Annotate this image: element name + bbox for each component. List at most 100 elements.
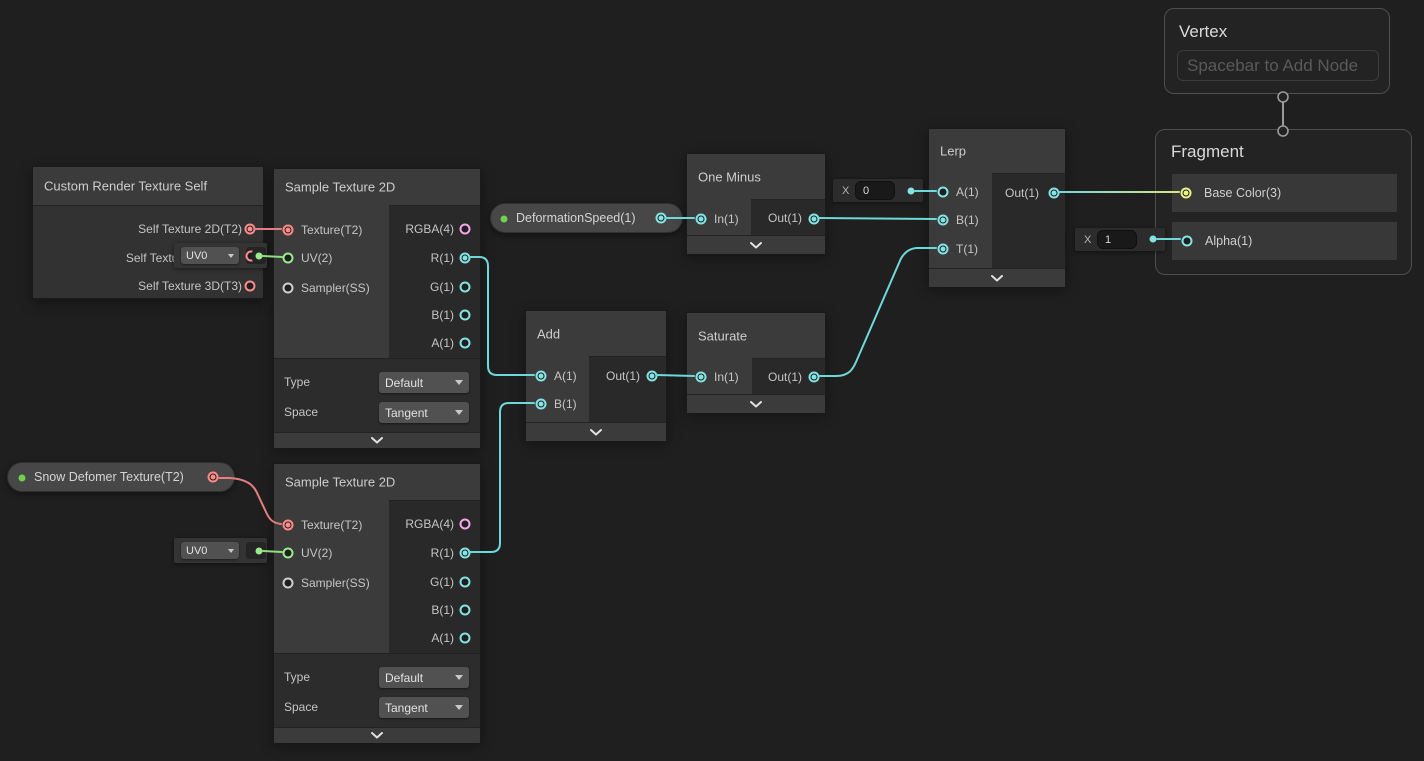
port-deformation-speed-output[interactable] bbox=[655, 212, 667, 224]
node-lerp[interactable]: Lerp A(1) B(1) T(1) Out(1) bbox=[928, 128, 1066, 287]
input-label: Sampler(SS) bbox=[301, 576, 370, 590]
output-label: R(1) bbox=[430, 546, 454, 560]
type-dropdown[interactable]: Default bbox=[379, 372, 469, 393]
node-title-bar[interactable]: Sample Texture 2D bbox=[274, 464, 480, 501]
uv-connector-dot[interactable] bbox=[255, 252, 263, 260]
port-sampler-input[interactable] bbox=[282, 282, 294, 294]
port-uv-input[interactable] bbox=[282, 252, 294, 264]
collapse-chevron[interactable] bbox=[687, 235, 825, 254]
uv-channel-dropdown[interactable]: UV0 bbox=[181, 247, 239, 264]
dropdown-value: Default bbox=[385, 375, 424, 390]
node-title-bar[interactable]: Saturate bbox=[687, 313, 825, 359]
value-connector-dot[interactable] bbox=[1149, 235, 1157, 243]
port-r-output[interactable] bbox=[459, 547, 471, 559]
node-title: Sample Texture 2D bbox=[285, 179, 396, 195]
port-out[interactable] bbox=[808, 213, 820, 225]
x-field-label: X bbox=[842, 184, 850, 197]
port-b[interactable] bbox=[535, 398, 547, 410]
edge-oneminus-to-lerp-b[interactable] bbox=[818, 217, 937, 220]
exposed-dot-icon bbox=[500, 215, 508, 223]
port-sampler-input[interactable] bbox=[282, 577, 294, 589]
collapse-chevron[interactable] bbox=[687, 394, 825, 413]
fragment-context-block[interactable]: Fragment Base Color(3) Alpha(1) bbox=[1155, 129, 1412, 275]
output-label: G(1) bbox=[430, 575, 454, 589]
vertex-context-block[interactable]: Vertex Spacebar to Add Node bbox=[1164, 8, 1390, 94]
control-label: Space bbox=[284, 700, 319, 714]
port-b-output[interactable] bbox=[459, 604, 471, 616]
port-in[interactable] bbox=[695, 213, 707, 225]
port-texture-input[interactable] bbox=[282, 224, 294, 236]
port-rgba-output[interactable] bbox=[459, 518, 471, 530]
port-alpha[interactable] bbox=[1181, 235, 1193, 247]
value-connector-dot[interactable] bbox=[907, 187, 915, 195]
node-title-bar[interactable]: One Minus bbox=[687, 154, 825, 200]
fragment-slot-base-color[interactable]: Base Color(3) bbox=[1172, 174, 1397, 212]
port-uv-input[interactable] bbox=[282, 547, 294, 559]
output-label: B(1) bbox=[431, 603, 454, 617]
collapse-chevron[interactable] bbox=[929, 268, 1065, 287]
node-sample-texture-2d-top[interactable]: Sample Texture 2D Texture(T2) UV(2) Samp… bbox=[273, 168, 481, 448]
port-g-output[interactable] bbox=[459, 576, 471, 588]
property-deformation-speed[interactable]: DeformationSpeed(1) bbox=[490, 203, 683, 233]
node-saturate[interactable]: Saturate In(1) Out(1) bbox=[686, 312, 826, 413]
output-label: A(1) bbox=[431, 631, 454, 645]
port-self-texture-2d[interactable] bbox=[244, 223, 256, 235]
dropdown-arrow-icon bbox=[228, 548, 234, 553]
uv-connector-dot[interactable] bbox=[255, 547, 263, 555]
port-rgba-output[interactable] bbox=[459, 223, 471, 235]
node-add[interactable]: Add A(1) B(1) Out(1) bbox=[525, 310, 667, 441]
node-title-bar[interactable]: Lerp bbox=[929, 129, 1065, 174]
input-label: Texture(T2) bbox=[301, 223, 363, 237]
property-label: DeformationSpeed(1) bbox=[516, 211, 636, 225]
node-title: Custom Render Texture Self bbox=[44, 178, 208, 194]
collapse-chevron[interactable] bbox=[526, 422, 666, 441]
value-field[interactable]: 1 bbox=[1097, 230, 1137, 249]
port-out[interactable] bbox=[1048, 187, 1060, 199]
port-out[interactable] bbox=[808, 371, 820, 383]
node-title-bar[interactable]: Add bbox=[526, 311, 666, 357]
value-field[interactable]: 0 bbox=[855, 181, 895, 200]
port-r-output[interactable] bbox=[459, 252, 471, 264]
collapse-chevron[interactable] bbox=[274, 727, 480, 743]
port-a-output[interactable] bbox=[459, 337, 471, 349]
port-texture-input[interactable] bbox=[282, 519, 294, 531]
alpha-default-widget: X 1 bbox=[1075, 228, 1165, 251]
uv-channel-dropdown[interactable]: UV0 bbox=[181, 542, 239, 559]
collapse-chevron[interactable] bbox=[274, 432, 480, 448]
type-dropdown[interactable]: Default bbox=[379, 667, 469, 688]
input-label: In(1) bbox=[714, 212, 739, 226]
node-sample-texture-2d-bottom[interactable]: Sample Texture 2D Texture(T2) UV(2) Samp… bbox=[273, 463, 481, 743]
property-snow-deformer-texture[interactable]: Snow Defomer Texture(T2) bbox=[7, 462, 235, 492]
input-label: UV(2) bbox=[301, 251, 333, 265]
port-snow-texture-output[interactable] bbox=[207, 471, 219, 483]
port-out[interactable] bbox=[646, 370, 658, 382]
output-label: Self Texture bbox=[125, 251, 189, 265]
edge-saturate-to-lerp-t[interactable] bbox=[818, 247, 937, 377]
input-label: Texture(T2) bbox=[301, 518, 363, 532]
fragment-slot-alpha[interactable]: Alpha(1) bbox=[1172, 222, 1397, 260]
output-label: R(1) bbox=[430, 251, 454, 265]
port-b[interactable] bbox=[937, 214, 949, 226]
node-title-bar[interactable]: Sample Texture 2D bbox=[274, 169, 480, 206]
port-a[interactable] bbox=[535, 370, 547, 382]
node-title-bar[interactable]: Custom Render Texture Self bbox=[33, 167, 263, 206]
port-t[interactable] bbox=[937, 243, 949, 255]
chevron-down-icon bbox=[991, 274, 1003, 281]
port-a[interactable] bbox=[937, 186, 949, 198]
chevron-down-icon bbox=[371, 732, 383, 739]
input-label: UV(2) bbox=[301, 546, 333, 560]
x-field-label: X bbox=[1084, 233, 1092, 246]
dropdown-arrow-icon bbox=[455, 380, 463, 385]
port-g-output[interactable] bbox=[459, 281, 471, 293]
space-dropdown[interactable]: Tangent bbox=[379, 402, 469, 423]
node-controls: Type Default Space Tangent bbox=[274, 653, 480, 728]
port-self-texture-3d[interactable] bbox=[244, 280, 256, 292]
port-base-color[interactable] bbox=[1180, 187, 1192, 199]
port-in[interactable] bbox=[695, 371, 707, 383]
port-a-output[interactable] bbox=[459, 632, 471, 644]
node-one-minus[interactable]: One Minus In(1) Out(1) bbox=[686, 153, 826, 254]
node-custom-render-texture-self[interactable]: Custom Render Texture Self Self Texture … bbox=[32, 166, 264, 299]
space-dropdown[interactable]: Tangent bbox=[379, 697, 469, 718]
port-b-output[interactable] bbox=[459, 309, 471, 321]
